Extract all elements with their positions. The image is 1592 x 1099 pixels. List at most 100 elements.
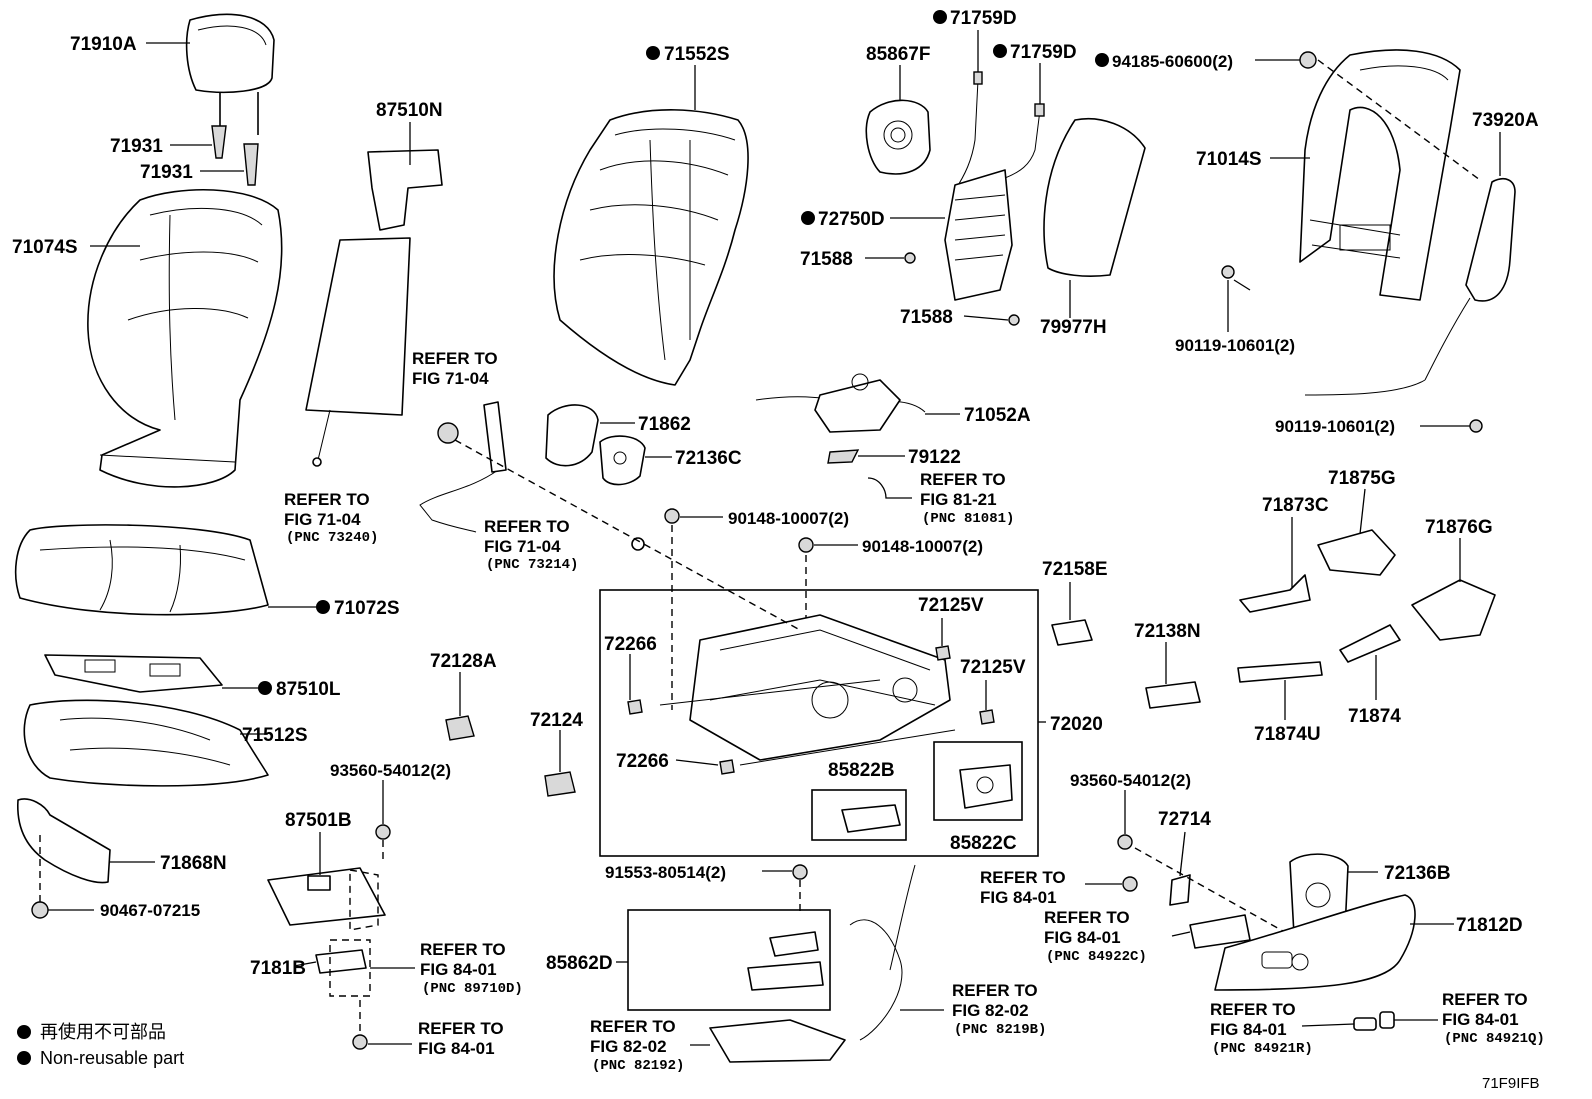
bolt-84-01-right — [1122, 876, 1138, 892]
label-87510L: 87510L — [276, 679, 341, 700]
label-72020: 72020 — [1050, 714, 1103, 735]
svg-text:FIG 84-01: FIG 84-01 — [420, 960, 497, 979]
svg-text:REFER TO: REFER TO — [952, 981, 1038, 1000]
label-94185-60600: 94185-60600(2) — [1112, 52, 1233, 71]
refer-note-12: REFER TO FIG 84-01 (PNC 84921Q) — [1442, 990, 1545, 1047]
label-71759D-upper: 71759D — [950, 8, 1017, 29]
refer-note-8: REFER TO FIG 82-02 (PNC 8219B) — [952, 981, 1046, 1038]
label-73920A: 73920A — [1472, 110, 1539, 131]
non-reusable-markers — [17, 10, 1109, 1065]
label-85822B: 85822B — [828, 760, 895, 781]
svg-text:(PNC 73214): (PNC 73214) — [486, 557, 578, 573]
label-72125V-lower: 72125V — [960, 657, 1026, 678]
cover-72138N — [1145, 681, 1201, 709]
seat-cushion-cover — [14, 524, 269, 616]
cover-72158E — [1051, 619, 1093, 646]
headrest — [185, 13, 275, 135]
legend-jp: 再使用不可部品 — [40, 1022, 166, 1042]
guide-dash — [1134, 847, 1291, 936]
label-90467-07215: 90467-07215 — [100, 901, 200, 920]
ecu-89710D — [315, 939, 371, 997]
label-72158E: 72158E — [1042, 559, 1108, 580]
label-93560-54012-left: 93560-54012(2) — [330, 761, 451, 780]
bolt-93560-right — [1117, 834, 1133, 850]
label-72266-upper: 72266 — [604, 634, 657, 655]
cover-71862 — [545, 404, 599, 467]
label-90119-10601-lower: 90119-10601(2) — [1275, 417, 1395, 436]
svg-text:(PNC 84921Q): (PNC 84921Q) — [1444, 1031, 1545, 1047]
switch-72136C — [599, 435, 646, 486]
label-71812D: 71812D — [1456, 915, 1523, 936]
adjuster-box — [599, 589, 1039, 857]
svg-text:FIG 84-01: FIG 84-01 — [980, 888, 1057, 907]
svg-text:FIG 71-04: FIG 71-04 — [284, 510, 361, 529]
label-72750D: 72750D — [818, 209, 885, 230]
svg-text:FIG 71-04: FIG 71-04 — [484, 537, 561, 556]
frame-bolt-upper — [1221, 265, 1251, 291]
adjuster-nut-72125V-lower — [979, 709, 995, 725]
label-93560-54012-right: 93560-54012(2) — [1070, 771, 1191, 790]
label-71759D-lower: 71759D — [1010, 42, 1077, 63]
refer-note-3: REFER TO FIG 71-04 (PNC 73214) — [484, 517, 578, 573]
cover-71876G — [1411, 579, 1496, 641]
label-71014S: 71014S — [1196, 149, 1262, 170]
refer-note-2: REFER TO FIG 71-04 (PNC 73240) — [284, 490, 378, 546]
grommet-71-04 — [437, 422, 459, 444]
ring-73214 — [631, 537, 645, 551]
seatback-heater — [305, 149, 443, 467]
svg-text:FIG 82-02: FIG 82-02 — [590, 1037, 667, 1056]
knob-84921R — [1353, 1017, 1377, 1031]
side-shield — [1214, 894, 1416, 991]
figure-code: 71F9IFB — [1482, 1075, 1540, 1092]
refer-note-1: REFER TO FIG 71-04 — [412, 349, 498, 388]
svg-text:FIG 84-01: FIG 84-01 — [1442, 1010, 1519, 1029]
bracket-72128A — [445, 715, 475, 741]
label-71512S: 71512S — [242, 725, 308, 746]
svg-text:REFER TO: REFER TO — [920, 470, 1006, 489]
label-71552S: 71552S — [664, 44, 730, 65]
label-71874: 71874 — [1348, 706, 1401, 727]
label-72128A: 72128A — [430, 651, 497, 672]
svg-text:(PNC 73240): (PNC 73240) — [286, 530, 378, 546]
label-71072S: 71072S — [334, 598, 400, 619]
seatback-board — [1043, 117, 1146, 277]
headrest-guide-upper — [211, 125, 227, 159]
bolt-90148-left — [664, 508, 680, 710]
adjuster-clip-72266-upper — [627, 699, 643, 715]
label-72136C: 72136C — [675, 448, 742, 469]
label-71588-lower: 71588 — [900, 307, 953, 328]
seat-cushion-pad — [23, 699, 269, 787]
label-72266-lower: 72266 — [616, 751, 669, 772]
label-90148-10007-left: 90148-10007(2) — [728, 509, 849, 528]
motor-box-85822C — [933, 741, 1023, 821]
svg-text:REFER TO: REFER TO — [1210, 1000, 1296, 1019]
svg-text:(PNC 82192): (PNC 82192) — [592, 1058, 684, 1074]
svg-text:REFER TO: REFER TO — [412, 349, 498, 368]
bracket-72124 — [544, 771, 576, 797]
label-87510N: 87510N — [376, 100, 443, 121]
label-85867F: 85867F — [866, 44, 930, 65]
part-85862D — [747, 931, 824, 991]
label-72138N: 72138N — [1134, 621, 1201, 642]
cover-71874U — [1237, 661, 1323, 683]
motor-85822C — [959, 764, 1013, 809]
svg-text:REFER TO: REFER TO — [1044, 908, 1130, 927]
refer-note-6: REFER TO FIG 84-01 — [418, 1019, 504, 1058]
lumbar-support — [944, 71, 1045, 301]
svg-text:REFER TO: REFER TO — [418, 1019, 504, 1038]
refer-note-7: REFER TO FIG 82-02 (PNC 82192) — [590, 1017, 684, 1074]
label-71873C: 71873C — [1262, 495, 1329, 516]
cable-82192 — [709, 864, 916, 1063]
svg-text:FIG 84-01: FIG 84-01 — [1210, 1020, 1287, 1039]
lumbar-nut-lower — [1008, 314, 1020, 326]
side-airbag — [1304, 178, 1516, 396]
svg-text:REFER TO: REFER TO — [980, 868, 1066, 887]
svg-text:REFER TO: REFER TO — [284, 490, 370, 509]
label-85822C: 85822C — [950, 833, 1017, 854]
bracket-7181B — [267, 867, 386, 931]
label-87501B: 87501B — [285, 810, 352, 831]
bolt-93560-left — [375, 824, 391, 860]
svg-text:(PNC 84922C): (PNC 84922C) — [1046, 949, 1147, 965]
label-91553-80514: 91553-80514(2) — [605, 863, 726, 882]
motor-box-85822B — [811, 789, 907, 841]
